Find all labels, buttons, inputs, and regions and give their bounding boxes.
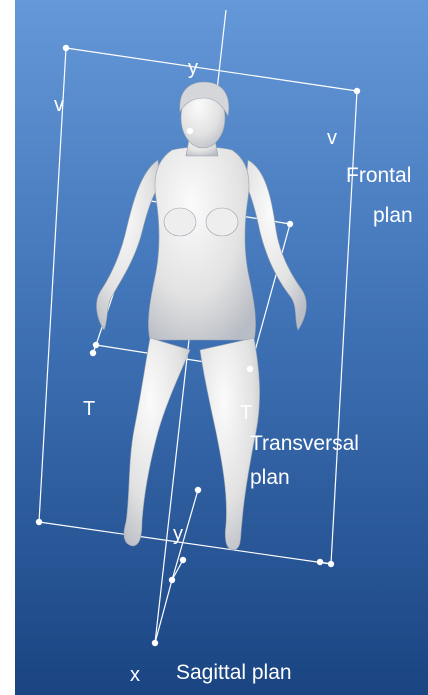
left-breast <box>164 208 196 236</box>
torso <box>148 147 255 340</box>
right-breast <box>206 208 238 236</box>
left-margin <box>0 0 15 695</box>
